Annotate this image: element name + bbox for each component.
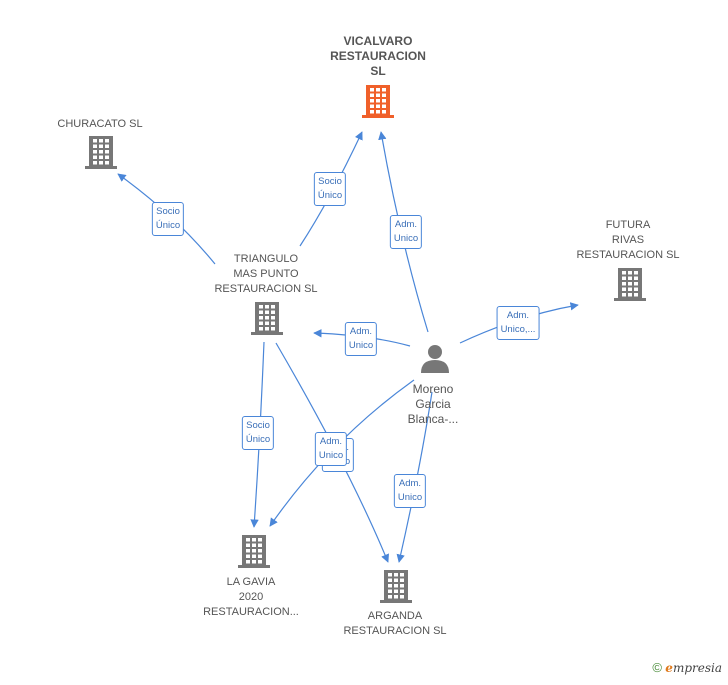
node-label-line: TRIANGULO — [233, 253, 299, 265]
node-label-line: RESTAURACION... — [203, 606, 299, 618]
node-label-line: Moreno — [412, 382, 454, 396]
building-icon-vicalvaro[interactable] — [362, 85, 394, 118]
node-label-line: CHURACATO SL — [57, 118, 143, 130]
node-label-line: RESTAURACION — [330, 49, 426, 63]
node-label-line: RESTAURACION SL — [214, 283, 318, 295]
node-label-churacato[interactable]: CHURACATO SL — [57, 117, 142, 132]
building-icon-futura[interactable] — [614, 268, 646, 301]
edge-label-line: Único — [155, 220, 181, 231]
brand-initial: e — [665, 661, 673, 675]
edge-label-line: Unico — [393, 233, 419, 244]
node-label-futura[interactable]: FUTURA RIVAS RESTAURACION SL — [576, 218, 679, 263]
edge-label-moreno-to-triangulo[interactable]: Adm. Unico — [344, 322, 378, 356]
edge-label-line: Unico,... — [500, 324, 536, 335]
edge-label-line: Unico — [318, 450, 344, 461]
node-label-line: RESTAURACION SL — [576, 249, 680, 261]
footer-brand: © empresia — [652, 660, 722, 675]
edge-label-line: Adm. — [398, 478, 422, 489]
node-label-line: RESTAURACION SL — [343, 625, 447, 637]
edge-label-line: Adm. — [319, 436, 343, 447]
node-label-line: Blanca-... — [407, 412, 459, 426]
building-icon-lagavia[interactable] — [238, 535, 270, 568]
brand-name: mpresia — [672, 661, 722, 675]
building-icon-triangulo[interactable] — [251, 302, 283, 335]
person-icon-moreno[interactable] — [421, 345, 449, 373]
edge-label-line: Socio — [246, 420, 270, 431]
edge-label-line: Unico — [348, 340, 374, 351]
node-label-line: 2020 — [238, 591, 264, 603]
node-label-line: LA GAVIA — [226, 576, 276, 588]
edge-moreno-to-arganda — [396, 391, 433, 563]
node-label-line: Garcia — [415, 397, 451, 411]
node-label-line: MAS PUNTO — [233, 268, 299, 280]
edge-label-line: Socio — [156, 206, 180, 217]
node-label-triangulo[interactable]: TRIANGULO MAS PUNTO RESTAURACION SL — [214, 252, 317, 297]
edge-label-triangulo-to-arganda[interactable]: Adm. Unico — [314, 432, 348, 466]
node-label-line: RIVAS — [611, 234, 645, 246]
node-label-line: VICALVARO — [343, 34, 413, 48]
edge-label-line: Socio — [318, 176, 342, 187]
edge-label-line: Adm. — [349, 326, 373, 337]
node-label-line: SL — [370, 64, 386, 78]
edge-label-moreno-to-vicalvaro[interactable]: Adm. Unico — [389, 215, 423, 249]
edge-label-moreno-to-arganda[interactable]: Adm. Unico — [393, 474, 427, 508]
copyright-symbol: © — [652, 660, 662, 675]
edge-label-moreno-to-futura[interactable]: Adm. Unico,... — [496, 306, 540, 340]
edge-label-line: Unico — [397, 492, 423, 503]
building-icon-arganda[interactable] — [380, 570, 412, 603]
node-label-line: ARGANDA — [367, 610, 423, 622]
edge-label-line: Único — [245, 434, 271, 445]
edge-label-line: Adm. — [506, 310, 530, 321]
node-label-arganda[interactable]: ARGANDA RESTAURACION SL — [343, 609, 446, 639]
icons-layer — [85, 85, 646, 603]
edge-label-line: Adm. — [394, 219, 418, 230]
node-label-line: FUTURA — [605, 219, 651, 231]
building-icon-churacato[interactable] — [85, 136, 117, 169]
edge-label-line: Único — [317, 190, 343, 201]
